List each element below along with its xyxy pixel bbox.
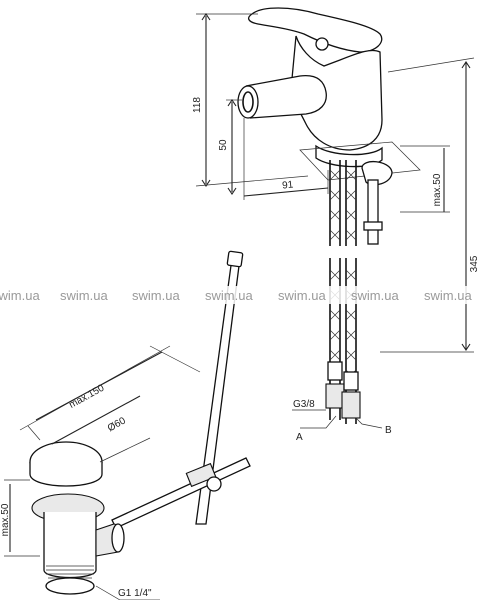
deck-plate [299,141,421,181]
watermark-row: swim.ua swim.ua swim.ua swim.ua swim.ua … [0,286,483,304]
watermark-5: swim.ua [278,288,326,303]
fitting-b [341,391,361,419]
ferrule-a [327,361,343,381]
watermark-6: swim.ua [351,288,399,303]
nozzle-outlet [237,85,259,119]
ferrule-b [343,371,359,391]
dim-reach: 91 [282,179,295,191]
dim-plug-diameter: Ø60 [106,415,128,434]
dim-body-max: max.50 [0,503,11,536]
faucet-body [289,35,383,151]
hose-b-braid [345,169,357,381]
label-thread: G3/8 [293,399,315,410]
drain-dimension-lines [4,345,201,600]
faucet-lever [247,7,383,53]
label-inlet-a: A [296,432,303,443]
nozzle-inner [242,91,254,113]
drain-outlet [45,577,95,595]
watermark-2: swim.ua [60,288,108,303]
drain-drawing: max.150 Ø60 max.50 G1 1/4" [0,250,251,600]
faucet-drawing: 118 50 91 max.50 345 G3/8 A B [192,7,480,443]
mounting-stud [367,179,379,245]
hose-break [326,246,360,258]
dim-hose-length: 345 [469,255,480,272]
dim-rod-length: max.150 [67,382,106,410]
rod-clamp [185,462,217,488]
drain-body [43,512,97,579]
clamp-screw [206,476,222,492]
watermark-7: swim.ua [424,288,472,303]
pull-rod-knob [226,250,244,268]
dim-height-total: 118 [192,97,203,113]
watermark-1: swim.ua [0,288,40,303]
label-inlet-b: B [385,425,392,436]
dim-deck-max: max.50 [432,173,443,206]
faucet-base [315,144,383,168]
fitting-a [325,383,345,409]
side-port-nut [111,523,125,553]
linkage-rod [111,457,251,529]
lever-pivot [315,37,329,51]
stud-nut [363,221,383,231]
drain-thread [46,565,94,583]
watermark-4: swim.ua [205,288,253,303]
dim-nozzle-height: 50 [218,139,229,151]
label-outlet-thread: G1 1/4" [118,588,152,599]
watermark-3: swim.ua [132,288,180,303]
hose-a-braid [329,169,341,381]
faucet-spout [245,74,327,119]
drain-plug-rim [29,462,103,487]
